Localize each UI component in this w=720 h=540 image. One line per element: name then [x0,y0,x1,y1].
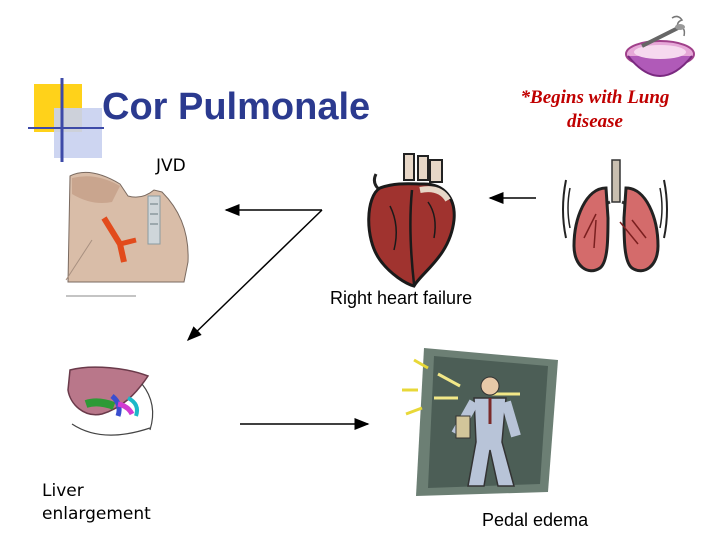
right-heart-failure-label: Right heart failure [330,288,473,308]
bowl-clipart [625,15,695,77]
edema-person-clipart [402,348,558,496]
pedal-edema-label: Pedal edema [482,510,589,530]
slide-title: Cor Pulmonale [102,86,371,128]
liver-label-line-1: Liver [42,481,84,501]
liver-image [67,366,154,436]
begins-note: *Begins with Lung disease [490,86,700,134]
note-line-2: disease [567,111,623,132]
lungs-clipart [562,159,668,273]
jvd-label: JVD [156,156,186,176]
note-line-1: *Begins with Lung [520,87,670,108]
neck-jvd-image [65,171,189,297]
liver-label-line-2: enlargement [42,504,151,524]
title-accent-squares [28,78,104,162]
liver-enlargement-label: Liver enlargement [42,480,172,526]
heart-clipart [367,153,456,288]
arrow-to-liver [186,209,323,342]
